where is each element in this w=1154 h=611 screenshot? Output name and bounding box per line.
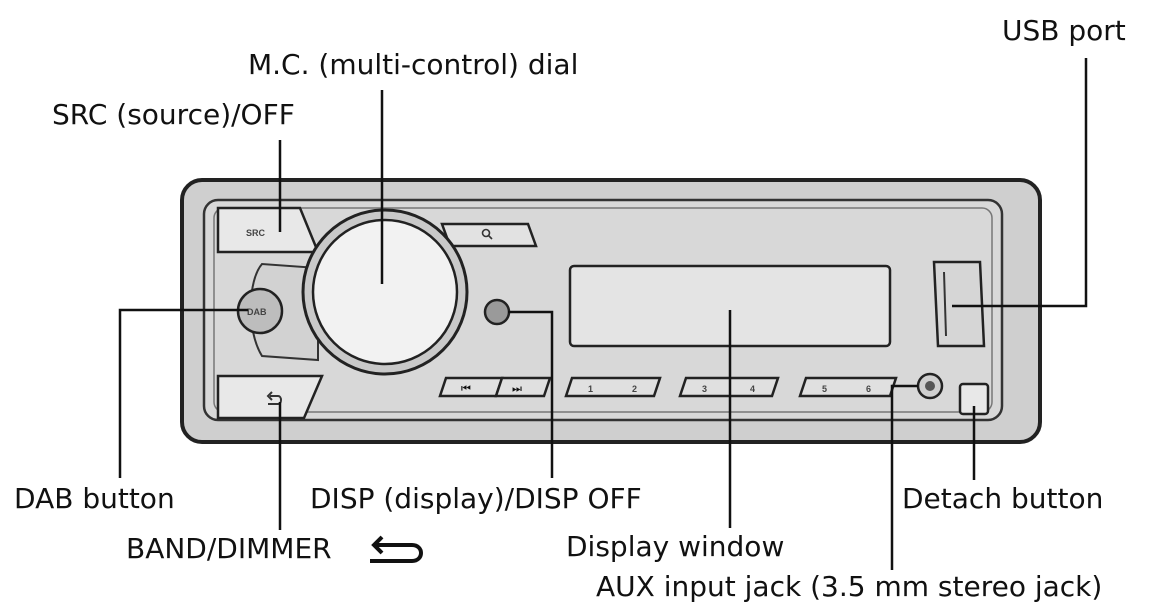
preset-button-5-6[interactable] [798,376,898,398]
search-icon [481,228,493,240]
callout-aux [890,384,918,570]
band-dimmer-arrow-icon [370,535,423,563]
callout-lines [118,58,1088,570]
callout-dab [118,308,248,478]
label-src-off: SRC (source)/OFF [52,98,295,131]
prev-track-button[interactable] [438,376,504,398]
label-usb-port: USB port [1002,14,1126,47]
label-mc-dial: M.C. (multi-control) dial [248,48,578,81]
label-aux-jack: AUX input jack (3.5 mm stereo jack) [596,570,1102,603]
dab-button-label: DAB [247,307,267,317]
preset-label-2: 2 [632,384,637,394]
preset-label-1: 1 [588,384,593,394]
label-disp: DISP (display)/DISP OFF [310,482,642,515]
next-track-button[interactable] [494,376,552,398]
label-band-dimmer: BAND/DIMMER [126,532,332,565]
preset-button-1-2[interactable] [564,376,662,398]
aux-jack-hole [925,381,935,391]
next-track-icon: ⏭ [512,382,522,395]
preset-label-4: 4 [750,384,755,394]
src-button-label: SRC [246,228,266,238]
label-detach-button: Detach button [902,482,1103,515]
prev-track-icon: ⏮ [461,382,471,395]
src-button[interactable] [216,206,320,254]
preset-label-5: 5 [822,384,827,394]
usb-port[interactable] [932,260,986,348]
label-display-window: Display window [566,530,784,563]
preset-label-3: 3 [702,384,707,394]
label-dab-button: DAB button [14,482,175,515]
preset-label-6: 6 [866,384,871,394]
callout-disp [508,310,554,478]
disp-button[interactable] [483,298,511,326]
callout-usb-port [952,58,1088,308]
usb-port-slot [943,271,947,337]
mc-dial[interactable] [311,218,459,366]
back-arrow-icon [266,391,282,405]
